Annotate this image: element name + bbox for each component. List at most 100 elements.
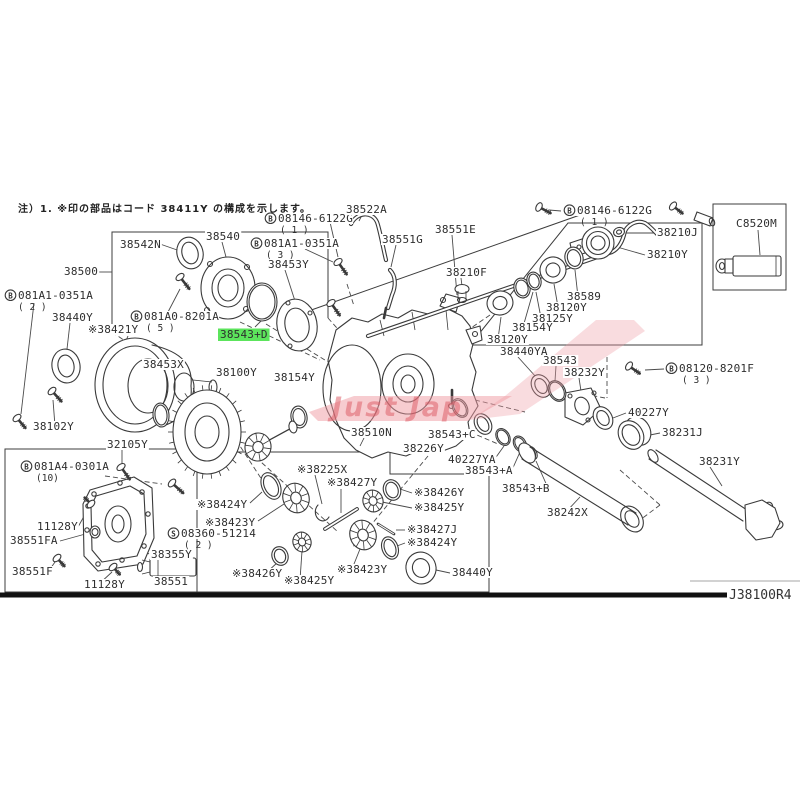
part-label: 38120Y — [546, 301, 587, 314]
part-label: 38543+D — [220, 328, 268, 341]
part-label: 38242X — [547, 506, 588, 519]
circled-prefix-icon — [250, 237, 263, 250]
label-bg — [486, 334, 529, 345]
label-bg — [142, 359, 185, 370]
bolt-icon — [12, 413, 27, 430]
label-bg — [563, 205, 653, 216]
part-label: 38210Y — [647, 248, 688, 261]
part-label: 38551E — [435, 223, 476, 236]
gear-tooth — [232, 400, 237, 405]
part-label: 38231Y — [699, 455, 740, 468]
leader-line — [284, 269, 296, 302]
bolt-hole — [145, 511, 151, 517]
bevel-gear — [282, 482, 310, 514]
leader-line — [616, 246, 646, 256]
label-bg — [296, 464, 346, 475]
leader-line — [304, 248, 334, 263]
leader-line — [554, 365, 557, 382]
bolt-icon — [167, 478, 185, 495]
label-bg — [150, 549, 193, 560]
leader-line — [435, 569, 451, 574]
label-bg — [501, 483, 551, 494]
ring-part-inner — [615, 229, 623, 235]
part-label: 38232Y — [564, 366, 605, 379]
bolt-hole — [95, 561, 101, 567]
part-label: 081A4-0301A — [34, 460, 109, 473]
circled-prefix-icon — [4, 289, 17, 302]
ring-part — [495, 428, 511, 446]
bolt-hole — [84, 527, 90, 533]
ring-part-inner — [492, 295, 508, 311]
ring-part-inner — [181, 241, 199, 265]
leader-line — [257, 503, 285, 522]
part-label: 081A1-0351A — [18, 289, 93, 302]
label-bg — [83, 579, 126, 590]
part-label: 40227Y — [628, 406, 669, 419]
part-label: ※38427Y — [327, 476, 378, 489]
label-bg — [106, 439, 149, 450]
part-label: ※38426Y — [414, 486, 465, 499]
label-bg — [32, 421, 75, 432]
leader-line — [314, 474, 323, 505]
ring-part — [260, 472, 282, 500]
bevel-gear — [244, 432, 272, 462]
bolt-hole — [91, 491, 97, 497]
diagram-code: J38100R4 — [729, 588, 792, 603]
prefix-letter: B — [567, 206, 572, 215]
grease-inset-box — [712, 203, 787, 291]
dashed-leader-line — [467, 314, 491, 331]
part-qty: ( 3 ) — [682, 375, 711, 386]
circlip-38225X — [314, 504, 330, 522]
gear-tooth — [225, 393, 230, 398]
breather-pipes — [348, 211, 716, 339]
gear-tooth — [192, 471, 196, 477]
part-label: 08146-6122G — [278, 212, 353, 225]
rear-cover-group — [82, 476, 197, 577]
ring-part-inner — [57, 354, 75, 378]
gear-tooth — [201, 385, 204, 391]
ring-part — [613, 226, 625, 238]
kit-note-text: 注）1. ※印の部品はコード 38411Y の構成を示します。 — [18, 202, 311, 215]
part-label: 38355Y — [151, 548, 192, 561]
joint-flange — [744, 499, 781, 541]
ring-part-inner — [528, 273, 540, 289]
gear-tooth — [232, 459, 237, 464]
dashed-leader-line — [639, 504, 661, 521]
ring-part — [590, 235, 606, 251]
part-label: 38440YA — [500, 345, 548, 358]
label-bg — [413, 487, 463, 498]
part-label: 38100Y — [216, 366, 257, 379]
part-label: 38102Y — [33, 420, 74, 433]
label-bg — [656, 227, 699, 238]
part-label: 38551G — [382, 233, 423, 246]
gear-tooth — [239, 441, 245, 444]
label-bg — [350, 427, 393, 438]
bolts-and-screws — [12, 201, 684, 576]
side-gasket — [276, 298, 318, 352]
label-bg — [511, 322, 554, 333]
bevel-gear — [292, 531, 312, 553]
label-bg — [381, 234, 424, 245]
ring-part — [51, 348, 81, 384]
part-qty: ( 2 ) — [184, 540, 213, 551]
gear-tooth — [177, 459, 182, 464]
bolt-hole — [119, 557, 125, 563]
label-bg — [406, 524, 456, 535]
ring-part-inner — [292, 408, 306, 426]
part-label: 40227YA — [448, 453, 496, 466]
ring-part-inner — [91, 527, 99, 537]
gear-tooth — [201, 473, 204, 479]
ring-part — [380, 536, 400, 560]
label-bg — [283, 575, 333, 586]
ring-part — [620, 505, 644, 533]
prefix-letter: B — [268, 214, 273, 223]
gear-tooth — [184, 466, 189, 471]
extension-flange-38232Y — [564, 387, 602, 426]
part-label: ※38426Y — [232, 567, 283, 580]
leader-boxes — [4, 203, 787, 593]
part-label: 38120Y — [487, 333, 528, 346]
part-label: 38543+C — [428, 428, 476, 441]
watermark-text: Just Jap — [327, 392, 463, 423]
